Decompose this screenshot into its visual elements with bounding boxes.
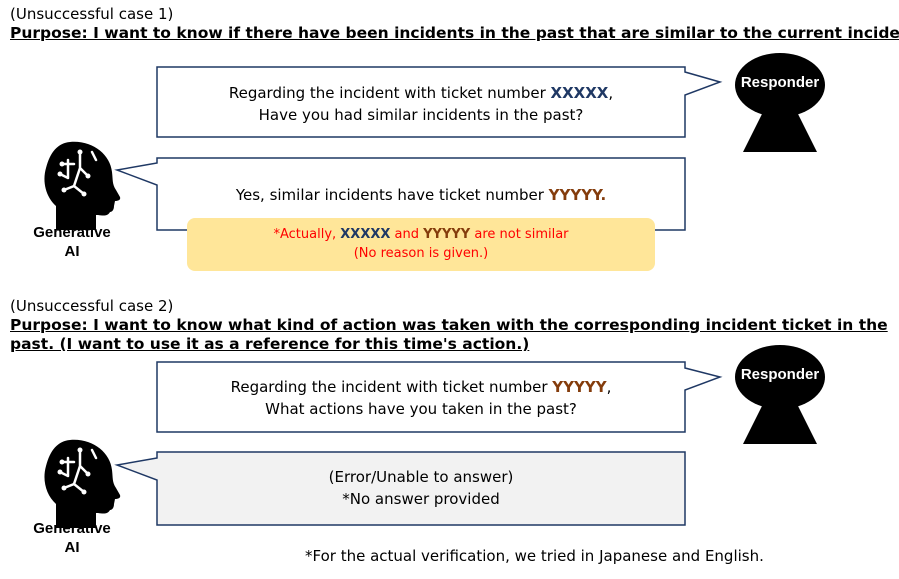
ticket-number: YYYYY. bbox=[548, 186, 607, 204]
answer-text: Yes, similar incidents have ticket numbe… bbox=[235, 186, 549, 204]
question-text: Have you had similar incidents in the pa… bbox=[258, 106, 584, 124]
ticket-number: XXXXX bbox=[340, 227, 391, 242]
note-text: *Actually, bbox=[273, 227, 341, 242]
punct: , bbox=[606, 378, 612, 396]
ai-label-line2: AI bbox=[64, 243, 80, 260]
answer-text: *No answer provided bbox=[342, 490, 500, 508]
question-text: What actions have you taken in the past? bbox=[265, 400, 577, 418]
ai-head-icon bbox=[43, 140, 122, 232]
note-box: *Actually, XXXXX and YYYYY are not simil… bbox=[187, 218, 655, 271]
question-bubble-2 bbox=[156, 361, 723, 433]
note-text: (No reason is given.) bbox=[353, 246, 489, 261]
case2-purpose-line1: Purpose: I want to know what kind of act… bbox=[10, 316, 888, 334]
ticket-number: YYYYY bbox=[423, 227, 471, 242]
question-text: Regarding the incident with ticket numbe… bbox=[230, 378, 553, 396]
case1-purpose: Purpose: I want to know if there have be… bbox=[10, 24, 899, 42]
case1-answer: Yes, similar incidents have ticket numbe… bbox=[157, 184, 685, 206]
answer-text: (Error/Unable to answer) bbox=[328, 468, 514, 486]
question-bubble-1 bbox=[156, 66, 723, 138]
case1-question: Regarding the incident with ticket numbe… bbox=[157, 82, 685, 126]
ai-label-line2: AI bbox=[64, 539, 80, 556]
case2-answer: (Error/Unable to answer) *No answer prov… bbox=[157, 466, 685, 510]
ticket-number: YYYYY bbox=[552, 378, 607, 396]
ticket-number: XXXXX bbox=[550, 84, 609, 102]
case1-heading: (Unsuccessful case 1) bbox=[10, 5, 174, 23]
ai-label-line1: Generative bbox=[33, 224, 111, 241]
punct: , bbox=[608, 84, 614, 102]
responder-label: Responder bbox=[740, 366, 820, 383]
question-text: Regarding the incident with ticket numbe… bbox=[228, 84, 551, 102]
responder-icon bbox=[735, 345, 825, 444]
answer-bubble-2 bbox=[114, 451, 686, 526]
ai-head-icon bbox=[43, 438, 122, 530]
case2-heading: (Unsuccessful case 2) bbox=[10, 297, 174, 315]
note-text: and bbox=[390, 227, 424, 242]
responder-label: Responder bbox=[740, 74, 820, 91]
note-text: are not similar bbox=[470, 227, 569, 242]
case2-purpose-line2: past. (I want to use it as a reference f… bbox=[10, 335, 530, 353]
footnote: *For the actual verification, we tried i… bbox=[305, 547, 764, 565]
case2-question: Regarding the incident with ticket numbe… bbox=[157, 376, 685, 420]
answer-bubble-1 bbox=[114, 157, 686, 231]
ai-label-line1: Generative bbox=[33, 520, 111, 537]
responder-icon bbox=[735, 53, 825, 152]
